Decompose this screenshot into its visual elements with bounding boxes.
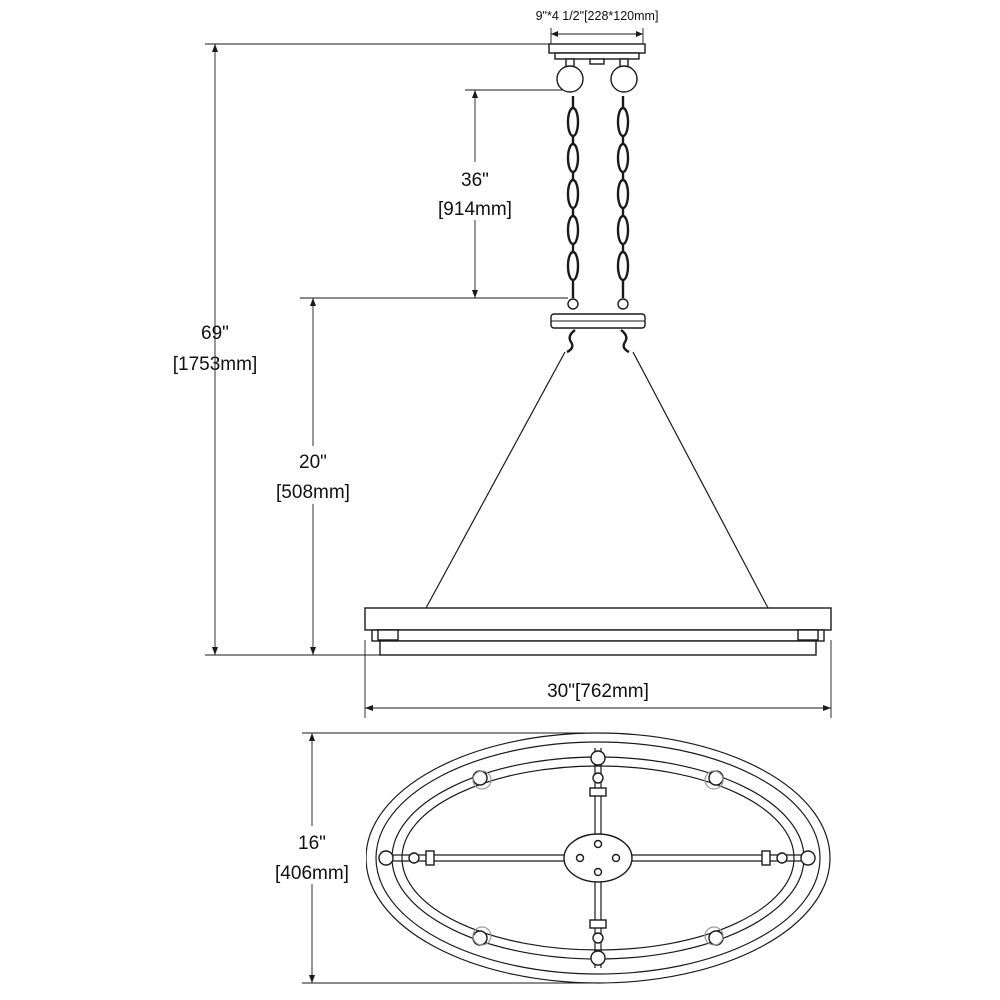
left-chain xyxy=(566,96,580,310)
width-dimension: 30"[762mm] xyxy=(364,640,832,718)
canopy-width-dimension: 9"*4 1/2"[228*120mm] xyxy=(536,9,659,44)
hanging-plate xyxy=(550,313,646,354)
overall-height-imperial: 69" xyxy=(201,323,229,344)
canopy-rings xyxy=(556,58,638,93)
rod-height-dimension: 20" [508mm] xyxy=(258,298,368,655)
suspension-rods xyxy=(425,351,769,609)
overall-height-metric: [1753mm] xyxy=(173,354,257,375)
depth-metric: [406mm] xyxy=(275,863,349,884)
overall-height-dimension: 69" [1753mm] xyxy=(173,43,549,656)
canopy-dimension-label: 9"*4 1/2"[228*120mm] xyxy=(536,9,659,23)
right-chain xyxy=(616,96,630,310)
chain-length-imperial: 36" xyxy=(461,170,489,191)
chain-length-metric: [914mm] xyxy=(438,199,512,220)
width-label: 30"[762mm] xyxy=(547,681,649,702)
fixture-top-view xyxy=(365,732,831,984)
rod-height-metric: [508mm] xyxy=(276,482,350,503)
fixture-body xyxy=(364,607,832,656)
chain-length-dimension: 36" [914mm] xyxy=(300,89,568,299)
depth-imperial: 16" xyxy=(298,833,326,854)
rod-height-imperial: 20" xyxy=(299,452,327,473)
canopy xyxy=(548,43,646,65)
depth-dimension: 16" [406mm] xyxy=(258,732,598,984)
